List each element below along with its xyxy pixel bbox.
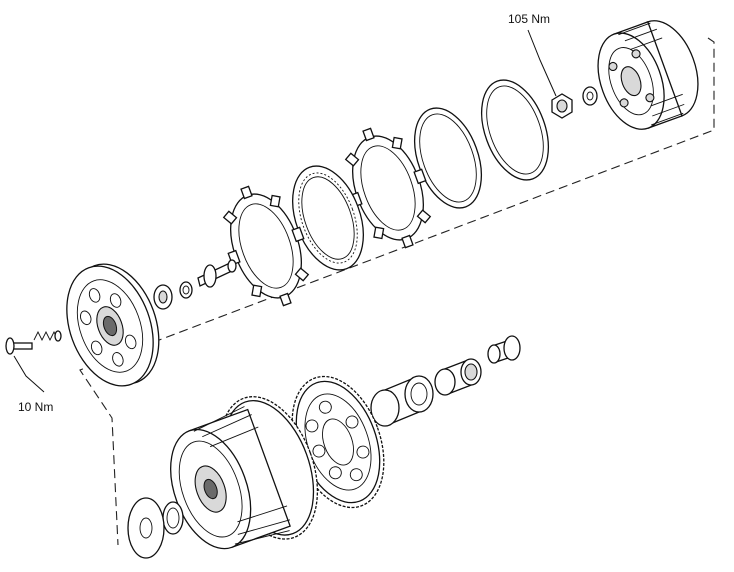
push-rod — [197, 259, 237, 288]
clutch-hub — [597, 20, 699, 130]
small-bearing — [179, 281, 193, 299]
clutch-spring — [33, 330, 62, 342]
friction-plate-lower — [222, 185, 310, 307]
bolt-torque-label: 10 Nm — [18, 400, 54, 414]
bolt-torque-leader — [13, 355, 45, 393]
pressure-plate — [66, 263, 160, 387]
spring-bolt — [5, 337, 33, 355]
thrust-washer — [127, 497, 165, 559]
needle-bearing — [434, 358, 482, 396]
assembly-axis-dashed-line — [79, 37, 715, 546]
steel-ring-outer — [481, 79, 549, 181]
steel-ring-inner — [414, 107, 482, 209]
clutch-basket — [170, 396, 319, 550]
hub-washer — [582, 86, 598, 106]
hub-nut — [551, 93, 573, 119]
basket-spacer — [162, 501, 184, 535]
thrust-bearing — [153, 284, 173, 310]
steel-plate-toothed — [292, 165, 364, 271]
nut-torque-label: 105 Nm — [508, 12, 551, 26]
nut-torque-leader — [527, 29, 557, 97]
friction-plate-upper — [344, 127, 432, 249]
splined-sleeve — [370, 375, 434, 427]
primary-driven-gear — [291, 375, 385, 509]
spacer-bushing — [487, 335, 521, 364]
